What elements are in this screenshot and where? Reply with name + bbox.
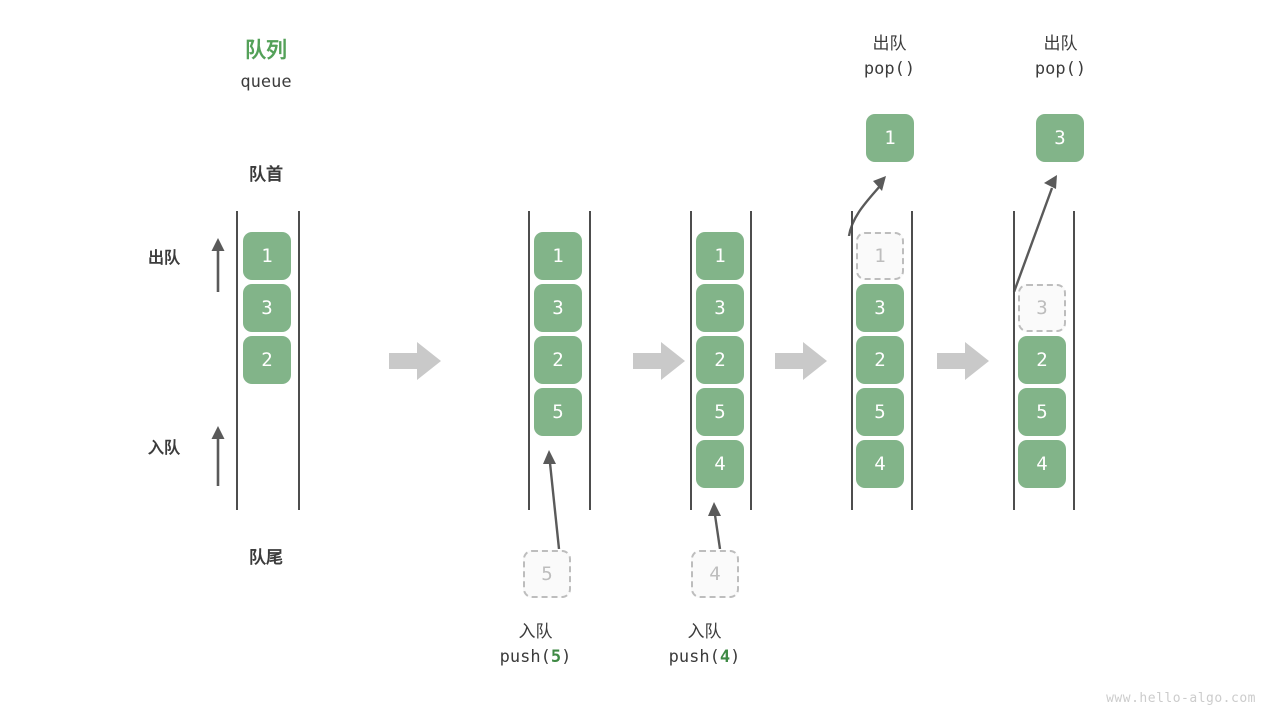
pop-arrow-icon: [1012, 175, 1057, 292]
queue-item[interactable]: 4: [1018, 440, 1066, 488]
queue-item[interactable]: 3: [243, 284, 291, 332]
dequeue-direction-label: 出队: [148, 250, 181, 267]
queue-rail-left: [851, 211, 853, 510]
queue-item-removed: 3: [1018, 284, 1066, 332]
queue-tail-label: 队尾: [249, 548, 283, 567]
popped-item[interactable]: 3: [1036, 114, 1084, 162]
queue-rail-left: [1013, 211, 1015, 510]
enqueue-direction-label: 入队: [148, 440, 181, 457]
pop-arrow-icon: [847, 176, 886, 236]
flow-arrow-icon: [775, 342, 827, 380]
queue-item[interactable]: 2: [1018, 336, 1066, 384]
popped-item[interactable]: 1: [866, 114, 914, 162]
stage-caption-cn: 入队: [518, 622, 553, 641]
queue-rail-left: [690, 211, 692, 510]
queue-item[interactable]: 4: [856, 440, 904, 488]
stage-caption-cn: 入队: [687, 622, 722, 641]
stage-caption-arg: 4: [719, 646, 731, 667]
queue-rail-left: [236, 211, 238, 510]
stage-caption: 入队 push(5): [463, 620, 608, 669]
enqueue-arrow-icon: [211, 426, 225, 486]
queue-rail-right: [298, 211, 300, 510]
dequeue-arrow-icon: [211, 238, 225, 292]
queue-item[interactable]: 2: [534, 336, 582, 384]
stage-caption-code: push(4): [668, 646, 741, 667]
queue-item[interactable]: 3: [696, 284, 744, 332]
queue-item[interactable]: 1: [696, 232, 744, 280]
queue-rail-right: [1073, 211, 1075, 510]
flow-arrow-icon: [937, 342, 989, 380]
queue-item[interactable]: 1: [534, 232, 582, 280]
stage-caption-cn: 出队: [872, 34, 907, 53]
queue-rail-right: [750, 211, 752, 510]
queue-rail-right: [911, 211, 913, 510]
queue-item-new[interactable]: 4: [696, 440, 744, 488]
push-arrow-icon: [708, 502, 722, 549]
queue-item[interactable]: 2: [243, 336, 291, 384]
stage-caption-code: push(5): [499, 646, 572, 667]
flow-arrow-icon: [633, 342, 685, 380]
queue-item[interactable]: 5: [1018, 388, 1066, 436]
queue-item[interactable]: 5: [856, 388, 904, 436]
queue-item[interactable]: 1: [243, 232, 291, 280]
queue-item[interactable]: 5: [696, 388, 744, 436]
queue-item[interactable]: 2: [856, 336, 904, 384]
queue-item[interactable]: 2: [696, 336, 744, 384]
stage-caption: 入队 push(4): [632, 620, 777, 669]
queue-rail-right: [589, 211, 591, 510]
stage-caption-arg: 5: [550, 646, 562, 667]
push-arrow-icon: [543, 450, 561, 549]
page-title-cn: 队列: [245, 39, 287, 62]
queue-item-new[interactable]: 5: [534, 388, 582, 436]
incoming-item-ghost: 4: [691, 550, 739, 598]
stage-caption: 出队 pop(): [817, 32, 962, 81]
queue-rail-left: [528, 211, 530, 510]
queue-item[interactable]: 3: [534, 284, 582, 332]
queue-item-removed: 1: [856, 232, 904, 280]
stage-caption-cn: 出队: [1043, 34, 1078, 53]
flow-arrow-icon: [389, 342, 441, 380]
stage-caption-code: pop(): [1034, 58, 1087, 79]
stage-caption: 出队 pop(): [988, 32, 1133, 81]
stage-caption-code: pop(): [863, 58, 916, 79]
incoming-item-ghost: 5: [523, 550, 571, 598]
queue-item[interactable]: 3: [856, 284, 904, 332]
watermark: www.hello-algo.com: [1106, 691, 1256, 706]
page-title-en: queue: [240, 72, 292, 92]
queue-head-label: 队首: [249, 165, 283, 184]
